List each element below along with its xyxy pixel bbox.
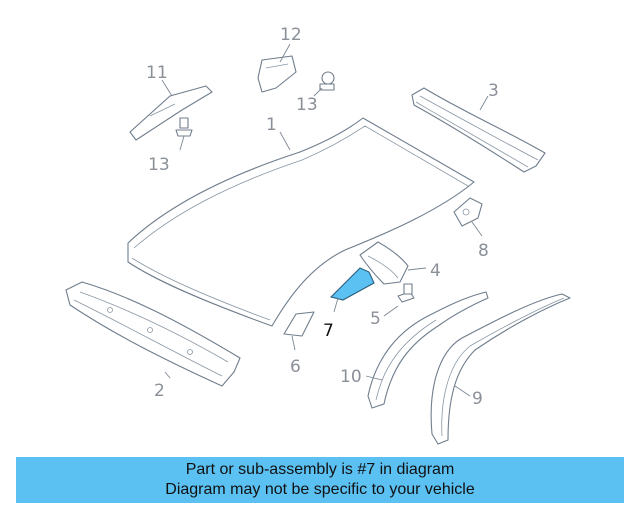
part-11-hinge[interactable] (129, 85, 213, 141)
part-8-bracket[interactable] (453, 197, 483, 227)
callout-12: 12 (280, 25, 302, 45)
part-9-side-member[interactable] (430, 293, 571, 445)
callout-1: 1 (266, 115, 277, 135)
callout-10: 10 (340, 367, 362, 387)
callout-6: 6 (290, 357, 301, 377)
part-7-reinforcement[interactable] (329, 267, 375, 301)
part-4-bracket[interactable] (359, 241, 409, 285)
part-12-bracket[interactable] (257, 55, 297, 93)
info-banner: Part or sub-assembly is #7 in diagram Di… (16, 457, 624, 503)
banner-line-2: Diagram may not be specific to your vehi… (165, 481, 475, 498)
parts-diagram: 1 2 3 4 5 6 7 8 9 10 11 12 13 13 (65, 25, 571, 445)
callout-4: 4 (430, 261, 441, 281)
callout-2: 2 (154, 381, 165, 401)
callout-3: 3 (488, 81, 499, 101)
callout-11: 11 (146, 63, 168, 83)
part-13a-bolt[interactable] (175, 117, 193, 137)
banner-line-1: Part or sub-assembly is #7 in diagram (185, 461, 455, 478)
callout-9: 9 (472, 389, 483, 409)
part-5-bolt[interactable] (397, 283, 415, 303)
part-13b-bolt[interactable] (319, 71, 335, 91)
callout-13b: 13 (296, 95, 318, 115)
part-6-pad[interactable] (283, 311, 315, 337)
part-2-front-header[interactable] (65, 281, 241, 387)
part-1-roof-panel[interactable] (127, 117, 475, 327)
callout-5: 5 (370, 309, 381, 329)
callout-13a: 13 (148, 155, 170, 175)
callout-7: 7 (323, 321, 334, 341)
part-3-rear-header[interactable] (411, 87, 546, 173)
leader-lines (161, 43, 489, 397)
part-10-pillar[interactable] (367, 291, 489, 409)
callout-8: 8 (478, 241, 489, 261)
